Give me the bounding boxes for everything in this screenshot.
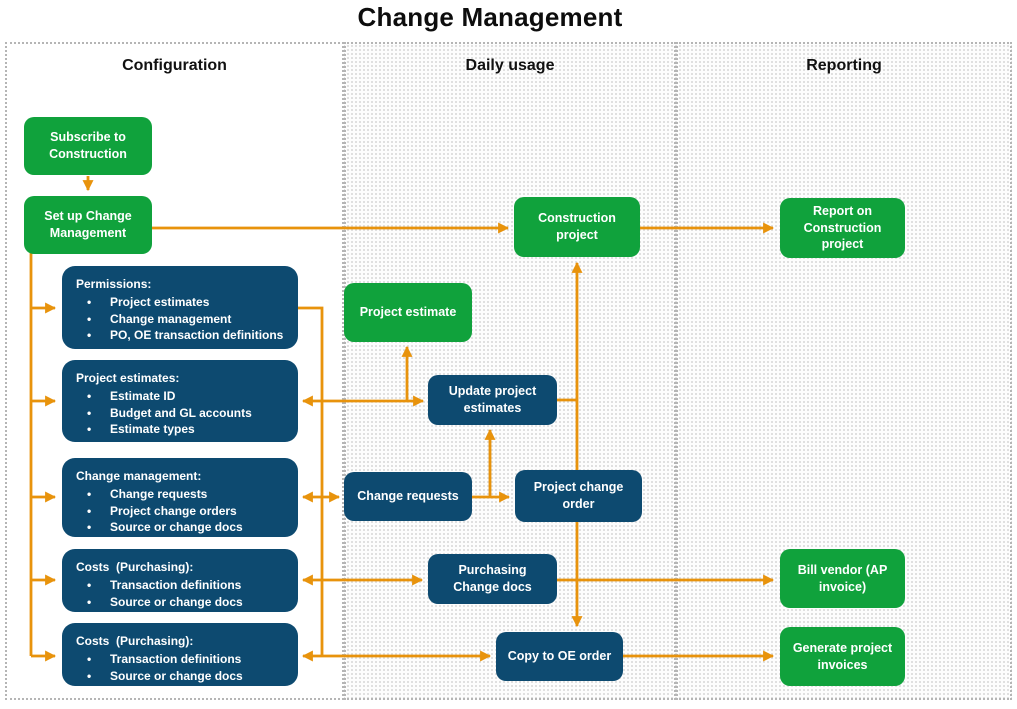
bullet-list: Project estimates Change management PO, … <box>76 294 286 344</box>
node-label: Project change order <box>533 480 624 511</box>
node-generate-project-invoices: Generate project invoices <box>780 627 905 686</box>
bullet-item: Project change orders <box>76 503 286 520</box>
node-heading: Change management: <box>76 469 202 483</box>
bullet-item: Source or change docs <box>76 519 286 536</box>
node-bill-vendor-ap-invoice: Bill vendor (AP invoice) <box>780 549 905 608</box>
node-project-estimates-setup: Project estimates: Estimate ID Budget an… <box>62 360 298 442</box>
node-label: Report on Construction project <box>803 203 882 252</box>
column-header-configuration: Configuration <box>122 57 227 74</box>
bullet-item: Budget and GL accounts <box>76 405 286 422</box>
bullet-item: Source or change docs <box>76 594 286 611</box>
node-copy-to-oe-order: Copy to OE order <box>496 632 623 681</box>
node-label: Bill vendor (AP invoice) <box>797 562 888 594</box>
bullet-item: Transaction definitions <box>76 577 286 594</box>
bullet-list: Transaction definitions Source or change… <box>76 651 286 685</box>
node-heading: Permissions: <box>76 277 152 291</box>
permissions-bus-line <box>297 306 324 656</box>
bullet-item: Estimate types <box>76 421 286 438</box>
node-label: Project estimate <box>359 305 457 320</box>
node-label: Update project estimates <box>448 384 537 415</box>
node-permissions: Permissions: Project estimates Change ma… <box>62 266 298 349</box>
node-update-project-estimates: Update project estimates <box>428 375 557 425</box>
bullet-item: PO, OE transaction definitions <box>76 327 286 344</box>
node-label: Subscribe to Construction <box>49 130 127 161</box>
node-label: Construction project <box>538 211 616 242</box>
column-header-daily-usage: Daily usage <box>465 57 555 74</box>
node-costs-purchasing-1: Costs (Purchasing): Transaction definiti… <box>62 549 298 612</box>
node-set-up-change-management: Set up Change Management <box>24 196 152 254</box>
bullet-item: Estimate ID <box>76 388 286 405</box>
bullet-list: Transaction definitions Source or change… <box>76 577 286 611</box>
node-label: Generate project invoices <box>792 640 893 672</box>
node-label: Change requests <box>357 489 459 504</box>
column-header-reporting: Reporting <box>806 57 882 74</box>
bullet-list: Change requests Project change orders So… <box>76 486 286 536</box>
node-heading: Costs (Purchasing): <box>76 634 194 648</box>
bullet-item: Source or change docs <box>76 668 286 685</box>
bullet-list: Estimate ID Budget and GL accounts Estim… <box>76 388 286 438</box>
node-project-estimate: Project estimate <box>344 283 472 342</box>
node-change-requests: Change requests <box>344 472 472 521</box>
node-report-on-construction-project: Report on Construction project <box>780 198 905 258</box>
node-heading: Costs (Purchasing): <box>76 560 194 574</box>
node-heading: Project estimates: <box>76 371 180 385</box>
bullet-item: Change requests <box>76 486 286 503</box>
page-title: Change Management <box>357 2 623 32</box>
bullet-item: Change management <box>76 311 286 328</box>
node-construction-project: Construction project <box>514 197 640 257</box>
node-subscribe-to-construction: Subscribe to Construction <box>24 117 152 175</box>
node-project-change-order: Project change order <box>515 470 642 522</box>
node-label: Copy to OE order <box>507 649 612 664</box>
node-change-management-setup: Change management: Change requests Proje… <box>62 458 298 537</box>
bullet-item: Project estimates <box>76 294 286 311</box>
node-label: Set up Change Management <box>44 209 132 240</box>
node-purchasing-change-docs: Purchasing Change docs <box>428 554 557 604</box>
node-label: Purchasing Change docs <box>453 563 532 594</box>
node-costs-purchasing-2: Costs (Purchasing): Transaction definiti… <box>62 623 298 686</box>
bullet-item: Transaction definitions <box>76 651 286 668</box>
